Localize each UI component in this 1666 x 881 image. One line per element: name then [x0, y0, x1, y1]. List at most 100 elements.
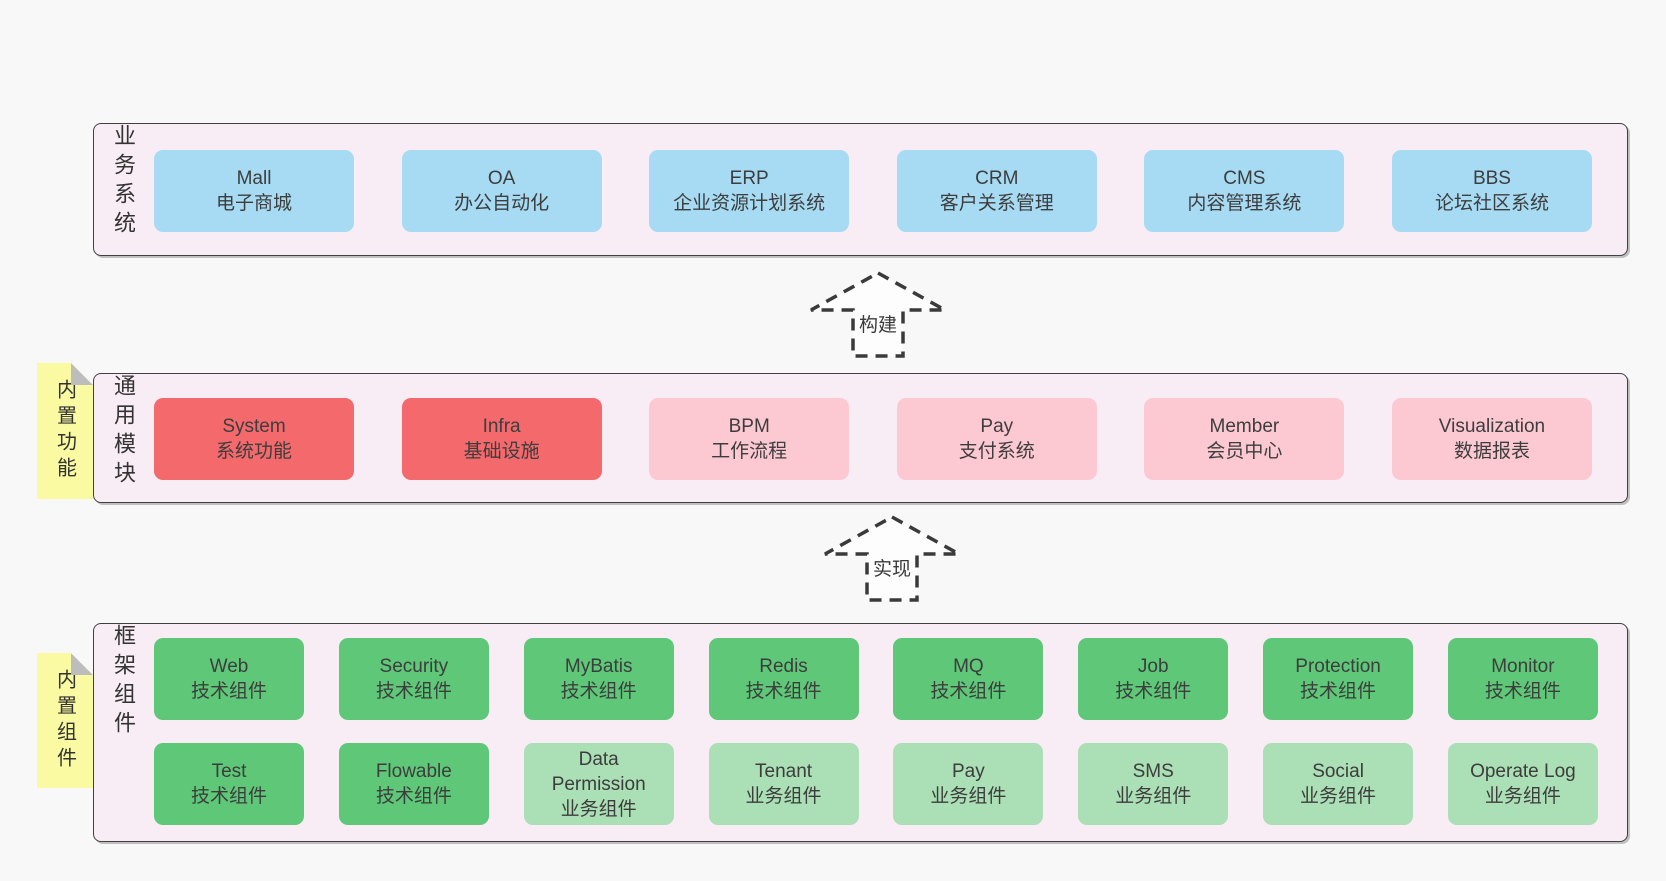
node-title: BBS	[1472, 168, 1511, 189]
node-title: Tenant	[755, 761, 813, 782]
node-title: CMS	[1223, 168, 1266, 189]
node-subtitle: 业务组件	[930, 786, 1007, 807]
diagram-node: Security 技术组件	[338, 638, 489, 720]
node-subtitle: 基础设施	[463, 441, 540, 462]
node-title: Pay	[952, 761, 985, 782]
node-title: SMS	[1132, 761, 1174, 782]
node-subtitle: 论坛社区系统	[1434, 193, 1549, 214]
node-subtitle: 业务组件	[745, 786, 822, 807]
sticky-note-built-in-features: 内置功能	[37, 363, 93, 499]
node-title: Data Permission	[551, 748, 646, 795]
diagram-node: Visualization 数据报表	[1391, 398, 1592, 480]
node-subtitle: 技术组件	[1300, 681, 1377, 702]
node-title: Infra	[482, 416, 521, 437]
diagram-node: Test 技术组件	[154, 743, 304, 825]
sticky-note-label: 内置功能	[53, 379, 76, 483]
node-title: Visualization	[1438, 416, 1546, 437]
node-title: MQ	[953, 656, 984, 677]
arrow-label: 实现	[869, 554, 915, 581]
node-title: Social	[1312, 761, 1364, 782]
diagram-node: Pay 支付系统	[896, 398, 1097, 480]
node-subtitle: 业务组件	[1300, 786, 1377, 807]
diagram-node: Social 业务组件	[1263, 743, 1414, 825]
diagram-node: Monitor 技术组件	[1447, 638, 1598, 720]
node-subtitle: 系统功能	[215, 441, 292, 462]
node-title: BPM	[728, 416, 770, 437]
node-subtitle: 电子商城	[215, 193, 292, 214]
node-subtitle: 支付系统	[958, 441, 1035, 462]
node-title: Monitor	[1491, 656, 1555, 677]
node-title: Protection	[1295, 656, 1381, 677]
node-subtitle: 技术组件	[375, 786, 452, 807]
node-subtitle: 会员中心	[1206, 441, 1283, 462]
node-subtitle: 内容管理系统	[1187, 193, 1302, 214]
node-title: Flowable	[375, 761, 452, 782]
diagram-node: Job 技术组件	[1078, 638, 1229, 720]
node-title: System	[222, 416, 286, 437]
band-side-label: 业务系统	[111, 124, 136, 240]
node-subtitle: 业务组件	[1484, 786, 1561, 807]
diagram-node: Infra 基础设施	[401, 398, 602, 480]
node-subtitle: 客户关系管理	[939, 193, 1054, 214]
arrow-label: 构建	[855, 310, 901, 337]
node-subtitle: 技术组件	[745, 681, 822, 702]
node-subtitle: 数据报表	[1453, 441, 1530, 462]
node-title: Web	[209, 656, 249, 677]
diagram-node: System 系统功能	[154, 398, 354, 480]
node-subtitle: 办公自动化	[454, 193, 550, 214]
band-side-label: 框架组件	[111, 624, 136, 740]
sticky-note-built-in-components: 内置组件	[37, 653, 93, 788]
node-title: Operate Log	[1470, 761, 1576, 782]
node-subtitle: 技术组件	[190, 786, 267, 807]
node-title: Mall	[236, 168, 272, 189]
diagram-node: MQ 技术组件	[893, 638, 1044, 720]
diagram-node: ERP 企业资源计划系统	[649, 150, 850, 232]
node-subtitle: 技术组件	[930, 681, 1007, 702]
node-subtitle: 技术组件	[375, 681, 452, 702]
build-arrow-connector: 构建	[808, 270, 948, 360]
node-title: Security	[379, 656, 449, 677]
diagram-node: CMS 内容管理系统	[1144, 150, 1345, 232]
node-subtitle: 技术组件	[560, 681, 637, 702]
diagram-node: Protection 技术组件	[1263, 638, 1414, 720]
diagram-node: Data Permission 业务组件	[523, 743, 674, 825]
node-subtitle: 企业资源计划系统	[673, 193, 826, 214]
diagram-node: Member 会员中心	[1144, 398, 1345, 480]
node-subtitle: 技术组件	[190, 681, 267, 702]
node-title: Job	[1137, 656, 1169, 677]
diagram-node: BBS 论坛社区系统	[1391, 150, 1592, 232]
folded-corner-icon	[71, 363, 93, 385]
diagram-node: Redis 技术组件	[708, 638, 859, 720]
node-title: ERP	[729, 168, 769, 189]
diagram-node: Flowable 技术组件	[338, 743, 489, 825]
node-subtitle: 技术组件	[1484, 681, 1561, 702]
implement-arrow-connector: 实现	[822, 514, 962, 604]
folded-corner-icon	[71, 653, 93, 675]
diagram-node: Operate Log 业务组件	[1447, 743, 1598, 825]
node-title: Pay	[980, 416, 1014, 437]
node-subtitle: 业务组件	[1115, 786, 1192, 807]
diagram-node: CRM 客户关系管理	[896, 150, 1097, 232]
node-subtitle: 业务组件	[560, 798, 637, 820]
diagram-node: SMS 业务组件	[1078, 743, 1229, 825]
sticky-note-label: 内置组件	[53, 668, 76, 773]
node-subtitle: 技术组件	[1115, 681, 1192, 702]
diagram-node: Pay 业务组件	[893, 743, 1044, 825]
band-side-label: 通用模块	[111, 374, 136, 490]
diagram-node: Web 技术组件	[154, 638, 304, 720]
node-title: Test	[211, 761, 247, 782]
diagram-node: Tenant 业务组件	[708, 743, 859, 825]
node-title: Member	[1209, 416, 1280, 437]
node-title: CRM	[975, 168, 1019, 189]
node-title: MyBatis	[564, 656, 633, 677]
node-title: Redis	[759, 656, 808, 677]
